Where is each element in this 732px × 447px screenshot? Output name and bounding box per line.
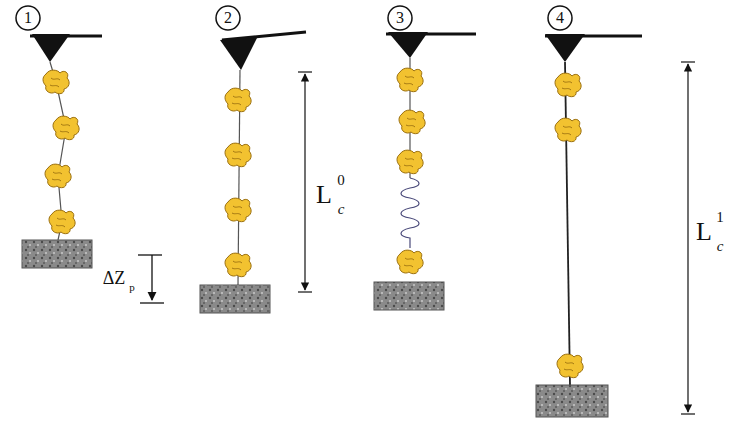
protein-module bbox=[397, 150, 423, 174]
path-shape bbox=[32, 34, 70, 62]
rect-shape bbox=[374, 282, 444, 310]
protein-module bbox=[399, 110, 425, 134]
rect-shape bbox=[536, 385, 608, 417]
displacement-label: ΔZ bbox=[103, 269, 126, 287]
path-shape bbox=[545, 34, 585, 62]
callout-number: 3 bbox=[396, 10, 404, 26]
protein-module bbox=[555, 118, 581, 142]
panel-one bbox=[16, 6, 164, 303]
panel-two bbox=[200, 6, 312, 313]
rect-shape bbox=[22, 240, 92, 268]
protein-module bbox=[225, 198, 251, 222]
callout-number: 2 bbox=[224, 10, 232, 26]
contour-length-label: L bbox=[696, 219, 712, 245]
protein-module bbox=[397, 68, 423, 92]
callout-number: 4 bbox=[556, 10, 564, 26]
subscript: p bbox=[129, 282, 135, 293]
subscript: c bbox=[717, 239, 724, 254]
panel-four bbox=[536, 6, 695, 417]
protein-module bbox=[225, 143, 251, 167]
circle-shape bbox=[216, 6, 240, 30]
line-shape bbox=[138, 254, 162, 255]
superscript: 0 bbox=[337, 173, 345, 188]
panel-three bbox=[374, 6, 476, 310]
superscript: 1 bbox=[716, 210, 724, 225]
protein-module bbox=[225, 253, 251, 277]
path-shape bbox=[220, 36, 258, 70]
protein-module bbox=[49, 210, 75, 234]
path-shape bbox=[388, 32, 428, 58]
protein-module bbox=[43, 70, 69, 94]
protein-module bbox=[557, 354, 583, 378]
line-shape bbox=[687, 64, 688, 412]
line-shape bbox=[151, 255, 152, 300]
subscript: c bbox=[338, 202, 345, 217]
protein-module bbox=[555, 73, 581, 97]
line-shape bbox=[298, 71, 312, 72]
line-shape bbox=[304, 74, 305, 290]
protein-module bbox=[225, 88, 251, 112]
line-shape bbox=[565, 62, 570, 385]
circle-shape bbox=[16, 6, 40, 30]
line-shape bbox=[681, 61, 695, 62]
rect-shape bbox=[200, 285, 270, 313]
line-shape bbox=[681, 413, 695, 414]
circle-shape bbox=[548, 6, 572, 30]
callout-number: 1 bbox=[24, 10, 32, 26]
line-shape bbox=[140, 302, 164, 303]
path-shape bbox=[401, 178, 419, 248]
protein-module bbox=[53, 116, 79, 140]
circle-shape bbox=[388, 6, 412, 30]
protein-module bbox=[397, 250, 423, 274]
line-shape bbox=[298, 291, 312, 292]
protein-module bbox=[45, 164, 71, 188]
contour-length-label: L bbox=[316, 182, 332, 208]
